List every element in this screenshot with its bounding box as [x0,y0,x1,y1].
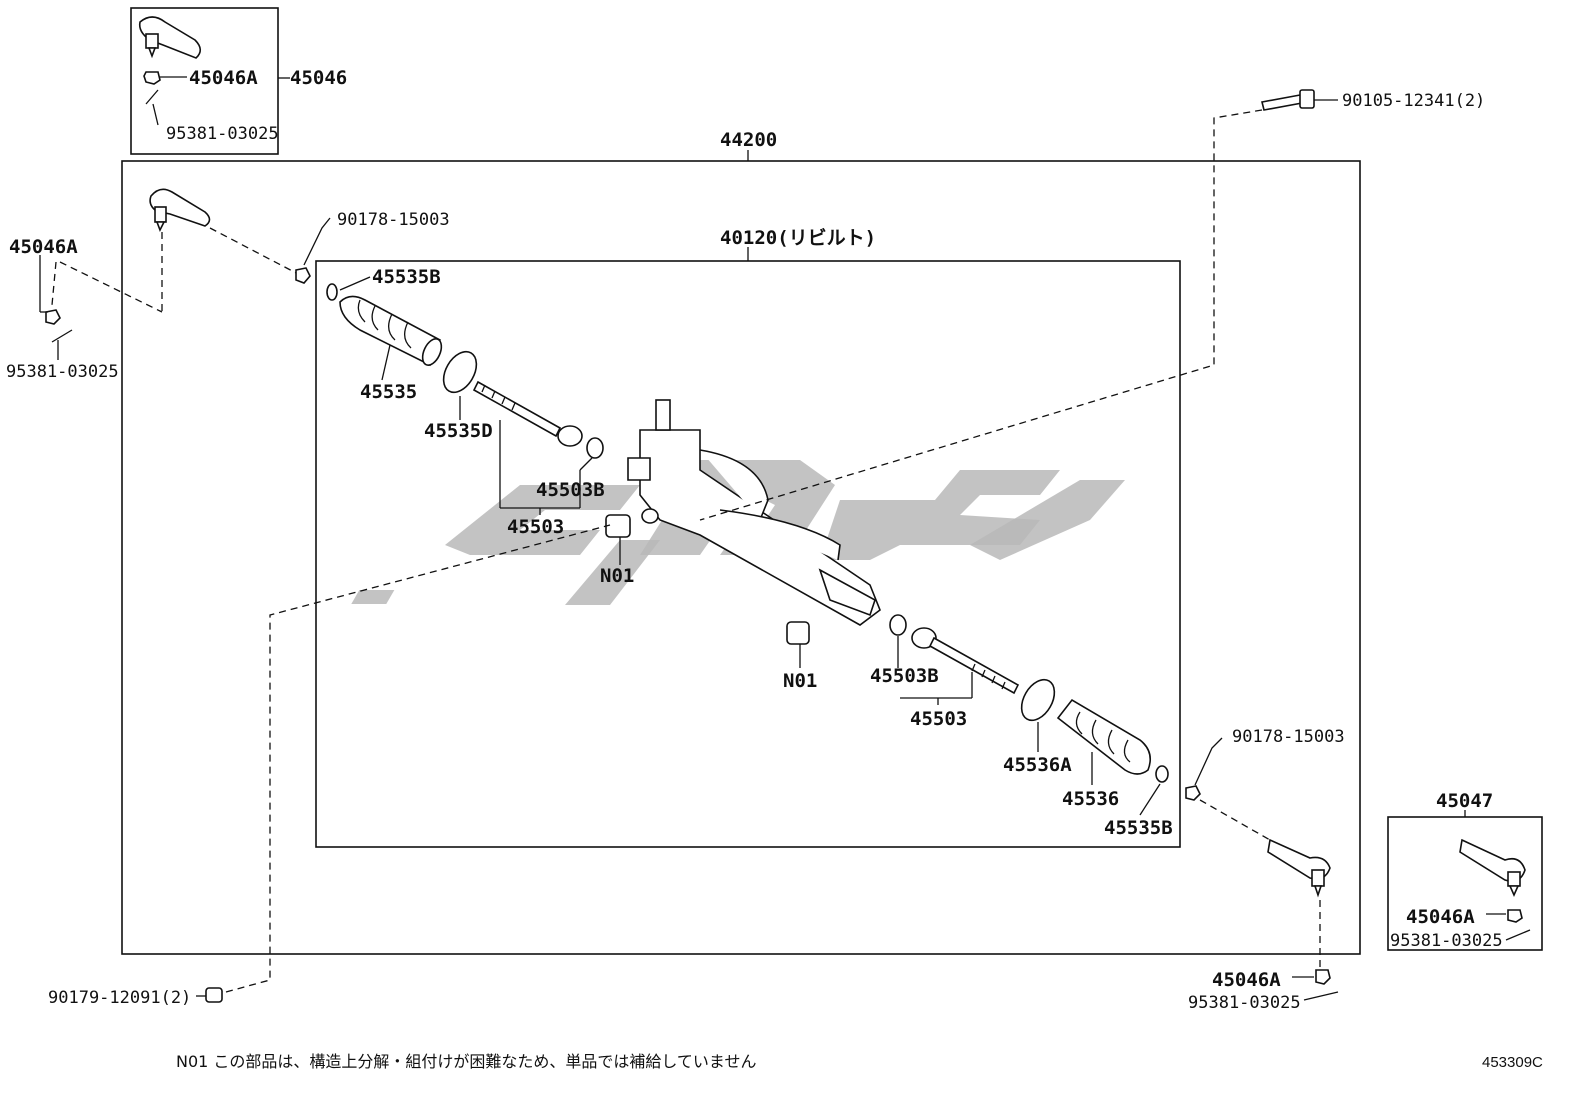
label-95381-top: 95381-03025 [166,124,279,144]
label-90178-right: 90178-15003 [1232,727,1345,747]
label-90179: 90179-12091(2) [48,988,191,1008]
label-45503-left: 45503 [507,516,564,538]
tie-rod-end-left-icon [45,188,211,343]
label-45503b-left: 45503B [536,479,605,501]
steering-boot-left-icon [339,295,443,367]
steering-boot-right-icon [1056,698,1151,775]
label-95381-left: 95381-03025 [6,362,119,382]
label-n01-left: N01 [600,565,634,587]
label-90178-left: 90178-15003 [337,210,450,230]
label-40120: 40120(リビルト) [720,227,876,249]
label-45535: 45535 [360,381,417,403]
label-45046: 45046 [290,67,347,89]
steering-rack-housing-icon [627,399,881,626]
label-44200: 44200 [720,129,777,151]
label-95381-kit: 95381-03025 [1390,931,1503,951]
label-45047: 45047 [1436,790,1493,812]
label-45535d: 45535D [424,420,493,442]
tie-rod-end-icon [138,16,202,105]
label-45503b-right: 45503B [870,665,939,687]
label-95381-bottom: 95381-03025 [1188,993,1301,1013]
inner-tie-rod-right-icon [911,627,1020,695]
assembly-44200-frame [121,160,1361,955]
label-n01-right: N01 [783,670,817,692]
label-90105: 90105-12341(2) [1342,91,1485,111]
inner-tie-rod-left-icon [472,380,604,459]
label-45535b-left: 45535B [372,266,441,288]
label-45046a-bottom: 45046A [1212,969,1281,991]
label-45046a-kit: 45046A [1406,906,1475,928]
bolt-icon [1261,89,1315,111]
diagram-code: 453309C [1482,1054,1543,1071]
tie-rod-end-right-icon [1267,838,1331,985]
label-45046a-left: 45046A [9,236,78,258]
tie-rod-end-kit-icon [1459,838,1526,923]
label-45536: 45536 [1062,788,1119,810]
kit-45046-box [130,7,279,155]
footnote: N01 この部品は、構造上分解・組付けが困難なため、単品では補給していません [176,1052,756,1071]
label-45503-right: 45503 [910,708,967,730]
label-45535b-right: 45535B [1104,817,1173,839]
label-45046a-top: 45046A [189,67,258,89]
label-45536a: 45536A [1003,754,1072,776]
